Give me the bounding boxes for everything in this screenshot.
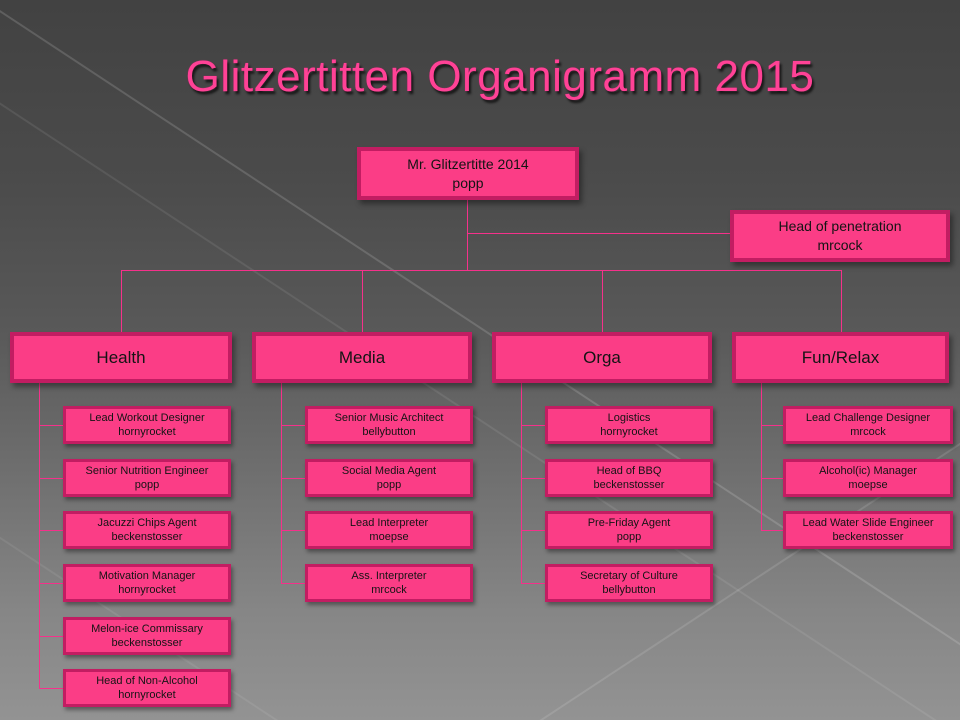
connector-line bbox=[281, 530, 305, 531]
member-box: Melon-ice Commissary beckenstosser bbox=[63, 617, 231, 655]
member-box: Secretary of Culture bellybutton bbox=[545, 564, 713, 602]
member-box: Lead Challenge Designer mrcock bbox=[783, 406, 953, 444]
member-role: Head of Non-Alcohol bbox=[96, 674, 198, 687]
member-name: hornyrocket bbox=[600, 426, 658, 438]
connector-line bbox=[281, 425, 305, 426]
member-name: popp bbox=[616, 531, 642, 543]
connector-line bbox=[467, 200, 468, 270]
connector-line bbox=[362, 270, 363, 332]
member-box: Senior Nutrition Engineer popp bbox=[63, 459, 231, 497]
connector-line bbox=[841, 270, 842, 332]
branch-box-health: Health bbox=[10, 332, 232, 383]
member-role: Alcohol(ic) Manager bbox=[819, 464, 917, 477]
member-name: beckenstosser bbox=[832, 531, 904, 543]
connector-line bbox=[121, 270, 122, 332]
member-name: beckenstosser bbox=[111, 531, 183, 543]
connector-line bbox=[39, 636, 63, 637]
member-box: Head of BBQ beckenstosser bbox=[545, 459, 713, 497]
member-role: Lead Interpreter bbox=[349, 516, 429, 529]
member-role: Secretary of Culture bbox=[580, 569, 678, 582]
member-role: Pre-Friday Agent bbox=[587, 516, 671, 529]
connector-line bbox=[39, 688, 63, 689]
branch-box-orga: Orga bbox=[492, 332, 712, 383]
branch-label: Orga bbox=[583, 347, 621, 367]
connector-line bbox=[467, 233, 730, 234]
member-name: bellybutton bbox=[602, 584, 656, 596]
connector-line bbox=[281, 478, 305, 479]
member-box: Head of Non-Alcohol hornyrocket bbox=[63, 669, 231, 707]
member-box: Motivation Manager hornyrocket bbox=[63, 564, 231, 602]
member-role: Senior Music Architect bbox=[334, 411, 444, 424]
connector-line bbox=[602, 270, 603, 332]
member-name: bellybutton bbox=[362, 426, 416, 438]
connector-line bbox=[761, 425, 783, 426]
member-role: Logistics bbox=[607, 411, 651, 424]
member-box: Logistics hornyrocket bbox=[545, 406, 713, 444]
member-box: Lead Water Slide Engineer beckenstosser bbox=[783, 511, 953, 549]
member-role: Head of BBQ bbox=[596, 464, 662, 477]
connector-line bbox=[521, 478, 545, 479]
connector-line bbox=[39, 382, 40, 688]
connector-line bbox=[281, 583, 305, 584]
member-role: Lead Workout Designer bbox=[89, 411, 205, 424]
connector-line bbox=[39, 583, 63, 584]
role-label: Head of penetration bbox=[778, 218, 902, 235]
member-name: hornyrocket bbox=[118, 584, 176, 596]
member-name: hornyrocket bbox=[118, 689, 176, 701]
member-role: Social Media Agent bbox=[341, 464, 437, 477]
member-box: Lead Interpreter moepse bbox=[305, 511, 473, 549]
member-role: Motivation Manager bbox=[98, 569, 196, 582]
member-name: moepse bbox=[369, 531, 409, 543]
member-role: Lead Challenge Designer bbox=[805, 411, 931, 424]
member-name: mrcock bbox=[850, 426, 886, 438]
connector-line bbox=[521, 530, 545, 531]
member-box: Senior Music Architect bellybutton bbox=[305, 406, 473, 444]
member-name: moepse bbox=[848, 479, 888, 491]
branch-label: Fun/Relax bbox=[801, 347, 880, 367]
member-name: beckenstosser bbox=[111, 637, 183, 649]
member-box: Alcohol(ic) Manager moepse bbox=[783, 459, 953, 497]
member-name: hornyrocket bbox=[118, 426, 176, 438]
role-label: Mr. Glitzertitte 2014 bbox=[407, 155, 529, 172]
member-role: Ass. Interpreter bbox=[351, 569, 427, 582]
connector-line bbox=[761, 478, 783, 479]
branch-label: Health bbox=[96, 347, 146, 367]
member-box: Pre-Friday Agent popp bbox=[545, 511, 713, 549]
branch-box-fun-relax: Fun/Relax bbox=[732, 332, 949, 383]
connector-line bbox=[761, 382, 762, 530]
connector-line bbox=[761, 530, 783, 531]
person-name: popp bbox=[452, 174, 484, 191]
connector-line bbox=[39, 530, 63, 531]
member-name: beckenstosser bbox=[593, 479, 665, 491]
connector-line bbox=[39, 425, 63, 426]
member-name: popp bbox=[376, 479, 402, 491]
member-role: Jacuzzi Chips Agent bbox=[97, 516, 197, 529]
member-box: Social Media Agent popp bbox=[305, 459, 473, 497]
member-box: Lead Workout Designer hornyrocket bbox=[63, 406, 231, 444]
member-role: Lead Water Slide Engineer bbox=[802, 516, 934, 529]
branch-label: Media bbox=[338, 347, 386, 367]
org-assistant-box: Head of penetration mrcock bbox=[730, 210, 950, 262]
connector-line bbox=[521, 425, 545, 426]
member-box: Jacuzzi Chips Agent beckenstosser bbox=[63, 511, 231, 549]
branch-box-media: Media bbox=[252, 332, 472, 383]
org-root-box: Mr. Glitzertitte 2014 popp bbox=[357, 147, 579, 200]
person-name: mrcock bbox=[817, 237, 863, 253]
member-name: mrcock bbox=[371, 584, 407, 596]
connector-line bbox=[281, 382, 282, 583]
connector-line bbox=[121, 270, 841, 271]
connector-line bbox=[521, 583, 545, 584]
connector-line bbox=[521, 382, 522, 583]
member-box: Ass. Interpreter mrcock bbox=[305, 564, 473, 602]
slide-title: Glitzertitten Organigramm 2015 bbox=[185, 52, 815, 101]
connector-line bbox=[39, 478, 63, 479]
member-role: Senior Nutrition Engineer bbox=[85, 464, 209, 477]
member-name: popp bbox=[134, 479, 160, 491]
member-role: Melon-ice Commissary bbox=[91, 622, 203, 635]
